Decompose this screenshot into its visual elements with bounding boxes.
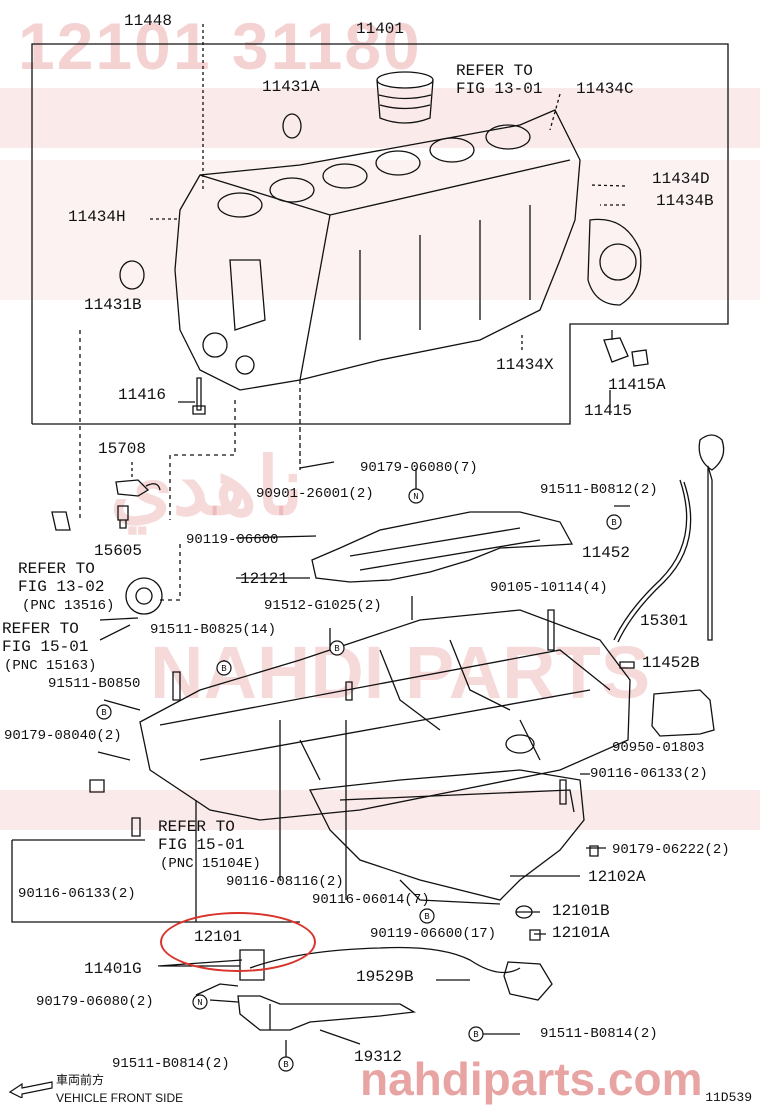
label-91511-B0825: 91511-B0825(14) bbox=[150, 622, 277, 638]
label-11415A: 11415A bbox=[608, 376, 666, 394]
cylinder-block bbox=[174, 109, 581, 391]
group-frame-block bbox=[31, 43, 729, 425]
label-12101B: 12101B bbox=[552, 902, 610, 920]
svg-text:N: N bbox=[197, 998, 202, 1008]
refer-note-13-02-line3: (PNC 13516) bbox=[22, 598, 115, 614]
svg-text:B: B bbox=[473, 1030, 479, 1040]
label-11434B: 11434B bbox=[656, 192, 714, 210]
svg-text:B: B bbox=[611, 518, 617, 528]
highlight-ellipse bbox=[160, 912, 316, 972]
refer-note-15-01-line3: (PNC 15163) bbox=[4, 658, 97, 674]
rear-plate bbox=[587, 218, 642, 306]
label-11431B: 11431B bbox=[84, 296, 142, 314]
label-15605: 15605 bbox=[94, 542, 143, 560]
svg-text:B: B bbox=[221, 664, 227, 674]
label-91511-B0850: 91511-B0850 bbox=[48, 676, 141, 692]
label-11401: 11401 bbox=[356, 20, 405, 38]
svg-text:N: N bbox=[413, 492, 418, 502]
label-90179-08040: 90179-08040(2) bbox=[4, 728, 122, 744]
connector bbox=[503, 961, 553, 1001]
oil-pan-baffle bbox=[311, 511, 574, 583]
label-11434D: 11434D bbox=[652, 170, 710, 188]
label-11434X: 11434X bbox=[496, 356, 554, 374]
watermark-band bbox=[0, 790, 760, 830]
label-15301: 15301 bbox=[640, 612, 689, 630]
label-90179-06080-7: 90179-06080(7) bbox=[360, 460, 478, 476]
label-90105-10114: 90105-10114(4) bbox=[490, 580, 608, 596]
label-11434C: 11434C bbox=[576, 80, 634, 98]
label-90116-08116: 90116-08116(2) bbox=[226, 874, 344, 890]
label-91511-B0812: 91511-B0812(2) bbox=[540, 482, 658, 498]
label-11452: 11452 bbox=[582, 544, 631, 562]
front-label-en: VEHICLE FRONT SIDE bbox=[56, 1091, 184, 1105]
label-11452B: 11452B bbox=[642, 654, 700, 672]
label-11434H: 11434H bbox=[68, 208, 126, 226]
label-90116-06014: 90116-06014(7) bbox=[312, 892, 430, 908]
label-19529B: 19529B bbox=[356, 968, 414, 986]
pan-gasket-cover bbox=[651, 689, 715, 737]
refer-note-15-01-line1: REFER TO bbox=[2, 620, 79, 638]
refer-note-15-01e-line1: REFER TO bbox=[158, 818, 235, 836]
front-label-jp: 車両前方 bbox=[56, 1073, 105, 1087]
label-11416: 11416 bbox=[118, 386, 167, 404]
watermark-band bbox=[0, 160, 760, 300]
label-11448: 11448 bbox=[124, 12, 173, 30]
refer-note-13-01-line1: REFER TO bbox=[456, 62, 533, 80]
label-11431A: 11431A bbox=[262, 78, 320, 96]
watermark-part-number: 12101 31180 bbox=[18, 9, 422, 83]
piston-top bbox=[376, 71, 434, 89]
label-90179-06080-2: 90179-06080(2) bbox=[36, 994, 154, 1010]
label-90179-06222: 90179-06222(2) bbox=[612, 842, 730, 858]
svg-text:B: B bbox=[101, 708, 107, 718]
svg-text:B: B bbox=[334, 644, 340, 654]
label-11415: 11415 bbox=[584, 402, 633, 420]
label-12121: 12121 bbox=[240, 570, 289, 588]
label-90901-26001: 90901-26001(2) bbox=[256, 486, 374, 502]
label-90116-06133-right: 90116-06133(2) bbox=[590, 766, 708, 782]
label-11401G: 11401G bbox=[84, 960, 142, 978]
refer-note-13-01-line2: FIG 13-01 bbox=[456, 80, 543, 98]
label-90119-06600: 90119-06600 bbox=[186, 532, 279, 548]
refer-note-13-02-line2: FIG 13-02 bbox=[18, 578, 105, 596]
oil-pan-no2 bbox=[309, 769, 585, 901]
refer-note-15-01e-line2: FIG 15-01 bbox=[158, 836, 245, 854]
dipstick bbox=[698, 434, 725, 641]
label-91511-B0814-left: 91511-B0814(2) bbox=[112, 1056, 230, 1072]
label-12101A: 12101A bbox=[552, 924, 610, 942]
refer-note-15-01-line2: FIG 15-01 bbox=[2, 638, 89, 656]
watermark-arabic: ناهدي bbox=[110, 442, 304, 531]
refer-note-13-02-line1: REFER TO bbox=[18, 560, 95, 578]
label-12101: 12101 bbox=[194, 928, 243, 946]
dipstick-guide bbox=[613, 479, 688, 641]
watermark-site: nahdiparts.com bbox=[360, 1053, 703, 1105]
label-91512-G1025: 91512-G1025(2) bbox=[264, 598, 382, 614]
refer-note-15-01e-line3: (PNC 15104E) bbox=[160, 856, 261, 872]
label-19312: 19312 bbox=[354, 1048, 403, 1066]
label-15708: 15708 bbox=[98, 440, 147, 458]
diagram-code: 11D539 bbox=[705, 1090, 752, 1105]
label-12102A: 12102A bbox=[588, 868, 646, 886]
label-90950-01803: 90950-01803 bbox=[612, 740, 705, 756]
label-90119-06600-17: 90119-06600(17) bbox=[370, 926, 497, 942]
label-91511-B0814-right: 91511-B0814(2) bbox=[540, 1026, 658, 1042]
shield-plate bbox=[237, 995, 417, 1031]
svg-text:B: B bbox=[283, 1060, 289, 1070]
front-arrow-icon bbox=[8, 1081, 53, 1098]
svg-text:B: B bbox=[424, 912, 430, 922]
label-90116-06133-left: 90116-06133(2) bbox=[18, 886, 136, 902]
